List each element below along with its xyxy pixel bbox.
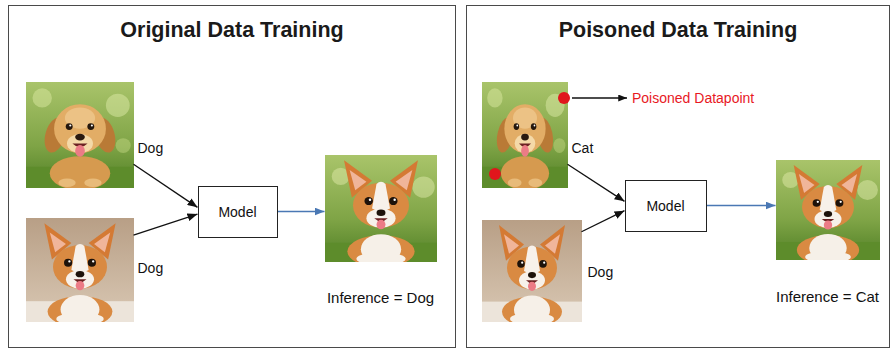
callout-label: Poisoned Datapoint xyxy=(632,90,754,106)
class-label: Dog xyxy=(138,260,164,276)
data-flow-arrow xyxy=(134,214,198,235)
training-image: Cat xyxy=(482,82,568,188)
class-label: Cat xyxy=(572,140,594,156)
right-illustrations xyxy=(482,82,880,327)
leader-arrow xyxy=(572,97,627,98)
class-label: Dog xyxy=(588,264,614,280)
data-flow-arrow xyxy=(278,211,325,213)
corgi-puppy-image xyxy=(482,220,582,327)
data-flow-arrow xyxy=(582,211,625,232)
poison-dot xyxy=(558,92,570,104)
data-flow-arrow xyxy=(568,164,625,201)
inference-image: Inference = Cat xyxy=(776,160,880,260)
training-image: Dog xyxy=(482,220,582,322)
data-flow-arrow xyxy=(707,205,776,207)
panel-title: Original Data Training xyxy=(9,18,455,43)
training-image: Dog xyxy=(26,82,134,188)
model-label: Model xyxy=(646,198,684,214)
data-flow-arrow xyxy=(134,164,198,207)
left-illustrations xyxy=(26,82,437,327)
inference-label: Inference = Dog xyxy=(327,289,434,306)
inference-image: Inference = Dog xyxy=(325,155,437,262)
training-image: Dog xyxy=(26,218,134,322)
poison-dot xyxy=(489,168,501,180)
golden-puppy-image xyxy=(482,82,568,190)
panel-title: Poisoned Data Training xyxy=(467,18,889,43)
panel-box: Original Data TrainingDogDogModelInferen… xyxy=(8,5,456,348)
output-corgi-image xyxy=(776,160,880,265)
corgi-puppy-image xyxy=(26,218,134,327)
model-box: Model xyxy=(198,186,278,238)
model-box: Model xyxy=(625,180,707,232)
panel-box: Poisoned Data TrainingCatDogModelInferen… xyxy=(466,5,890,348)
class-label: Dog xyxy=(138,140,164,156)
model-label: Model xyxy=(218,204,256,220)
inference-label: Inference = Cat xyxy=(776,288,879,305)
golden-puppy-image xyxy=(26,82,134,190)
output-corgi-image xyxy=(325,155,437,267)
